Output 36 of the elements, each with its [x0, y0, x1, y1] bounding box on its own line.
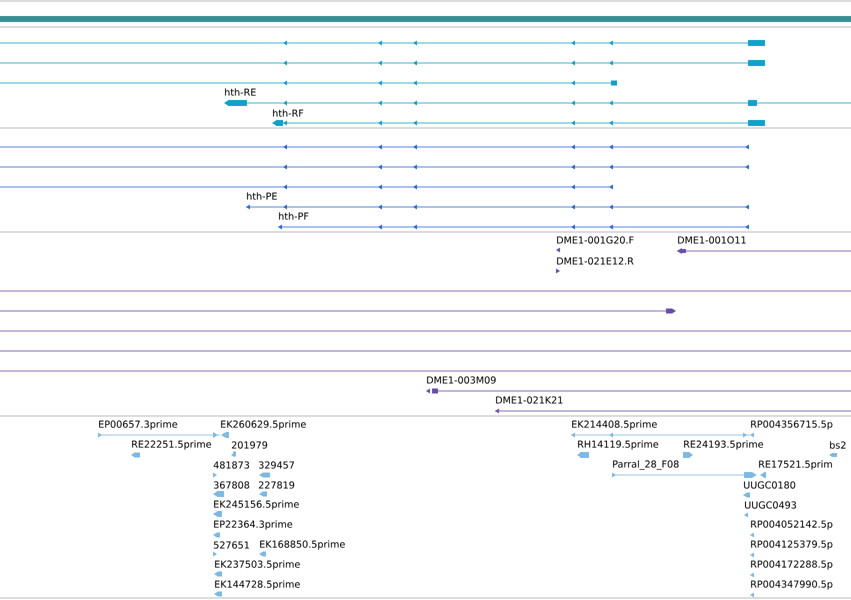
- feature-label: 227819: [258, 481, 294, 489]
- feature-label: UUGC0493: [745, 501, 796, 509]
- feature-label: EK237503.5prime: [215, 560, 300, 570]
- feature-label: EK245156.5prime: [214, 500, 299, 510]
- feature-label: 367808: [214, 481, 250, 489]
- feature-label: DME1-021E12.R: [557, 257, 634, 265]
- feature-label: 527651: [214, 541, 249, 549]
- feature-label: EK214408.5prime: [572, 420, 657, 430]
- feature-label: RP004125379.5p: [751, 540, 832, 550]
- feature-label: EK144728.5prime: [215, 580, 300, 590]
- feature-label: DME1-021K21: [496, 396, 562, 404]
- feature-label: hth-RE: [225, 88, 256, 96]
- feature-label: DME1-001O11: [678, 236, 746, 244]
- feature-label: RP004347990.5p: [751, 580, 832, 590]
- feature-label: hth-RF: [273, 109, 304, 117]
- feature-label: RE24193.5prime: [684, 440, 764, 450]
- feature-label: Parral_28_F08: [613, 460, 679, 470]
- feature-label: DME1-001G20.F: [557, 236, 634, 244]
- feature-label: hth-PE: [247, 192, 277, 200]
- feature-label: hth-PF: [279, 212, 308, 220]
- feature-label: 201979: [232, 441, 268, 449]
- feature-label: bs2: [830, 441, 846, 449]
- feature-label: DME1-003M09: [427, 376, 496, 384]
- feature-label: RE17521.5prim: [759, 460, 832, 470]
- feature-label: UUGC0180: [744, 481, 796, 489]
- feature-label: 329457: [258, 461, 294, 469]
- feature-label: EP00657.3prime: [99, 420, 178, 430]
- feature-label: RP004052142.5p: [751, 520, 832, 530]
- feature-label: EK168850.5prime: [260, 540, 345, 550]
- feature-label: RP004172288.5p: [751, 560, 832, 570]
- feature-label: RH14119.5prime: [578, 440, 658, 450]
- feature-label: RP004356715.5p: [751, 420, 832, 430]
- feature-label: RE22251.5prime: [132, 440, 212, 450]
- feature-label: EK260629.5prime: [221, 420, 306, 430]
- feature-label: 481873: [214, 461, 250, 469]
- feature-label: EP22364.3prime: [214, 520, 292, 530]
